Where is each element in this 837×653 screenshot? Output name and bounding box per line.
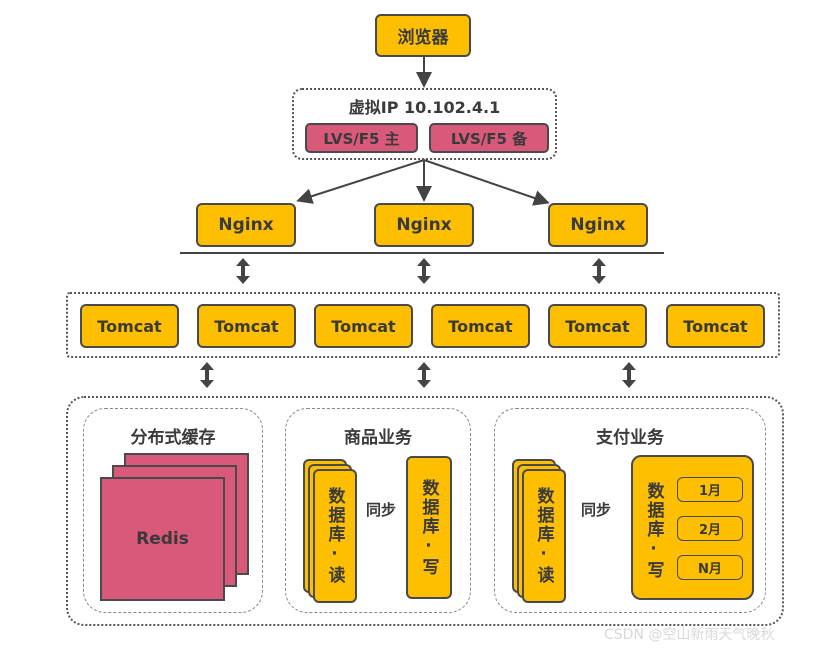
product-read-db-label: 数据库·读 (324, 487, 345, 585)
tomcat-node-2: Tomcat (197, 304, 296, 348)
double-arrow-tomcat-services-2 (417, 362, 431, 388)
lvs-backup-label: LVS/F5 备 (450, 129, 528, 148)
payment-read-db: 数据库·读 (522, 469, 566, 603)
tomcat-node-3: Tomcat (314, 304, 413, 348)
nginx-node-1: Nginx (196, 203, 296, 247)
tomcat-node-5: Tomcat (548, 304, 647, 348)
nginx-node-2: Nginx (374, 203, 474, 247)
payment-partition-n: N月 (677, 555, 743, 580)
nginx-label: Nginx (570, 215, 626, 235)
tomcat-label: Tomcat (448, 316, 513, 336)
tomcat-node-6: Tomcat (666, 304, 765, 348)
cache-panel: 分布式缓存 Redis (83, 408, 263, 613)
cache-title: 分布式缓存 (130, 428, 216, 448)
payment-sync-label: 同步 (581, 501, 612, 519)
nginx-label: Nginx (218, 215, 274, 235)
virtual-ip-group: 虚拟IP 10.102.4.1 LVS/F5 主 LVS/F5 备 (292, 88, 557, 160)
browser-label: 浏览器 (397, 28, 449, 48)
lvs-master-node: LVS/F5 主 (305, 123, 418, 153)
payment-read-db-label: 数据库·读 (533, 487, 554, 585)
double-arrow-nginx-tomcat-2 (417, 258, 431, 284)
nginx-label: Nginx (396, 215, 452, 235)
product-read-db: 数据库·读 (313, 469, 357, 603)
arrow-vip-to-nginx-1 (296, 159, 425, 204)
product-title: 商品业务 (344, 428, 412, 448)
partition-label: 2月 (698, 523, 722, 538)
browser-node: 浏览器 (375, 14, 471, 57)
double-arrow-tomcat-services-1 (200, 362, 214, 388)
product-write-db: 数据库·写 (406, 456, 452, 599)
services-group (66, 396, 784, 626)
tomcat-label: Tomcat (683, 316, 748, 336)
lvs-master-label: LVS/F5 主 (323, 129, 400, 148)
partition-label: N月 (698, 562, 722, 577)
tomcat-label: Tomcat (97, 316, 162, 336)
arrow-vip-to-nginx-3 (423, 159, 550, 206)
double-arrow-tomcat-services-3 (622, 362, 636, 388)
product-panel: 商品业务 数据库·读 同步 数据库·写 (285, 408, 471, 613)
partition-label: 1月 (698, 484, 722, 499)
payment-panel: 支付业务 数据库·读 同步 数据库·写 1月 2月 N月 (494, 408, 766, 613)
payment-title: 支付业务 (596, 428, 664, 448)
watermark: CSDN @空山新雨天气晚秋 (604, 627, 775, 643)
double-arrow-nginx-tomcat-1 (236, 258, 250, 284)
tomcat-node-4: Tomcat (431, 304, 530, 348)
payment-write-db: 数据库·写 1月 2月 N月 (631, 455, 754, 600)
tomcat-label: Tomcat (331, 316, 396, 336)
product-sync-label: 同步 (366, 501, 397, 519)
payment-write-db-label: 数据库·写 (643, 482, 664, 580)
tomcat-node-1: Tomcat (80, 304, 179, 348)
tomcat-label: Tomcat (565, 316, 630, 336)
double-arrow-nginx-tomcat-3 (592, 258, 606, 284)
payment-partition-1: 1月 (677, 477, 743, 502)
tomcat-cluster (66, 292, 780, 358)
redis-label: Redis (136, 529, 189, 549)
product-write-db-label: 数据库·写 (418, 478, 439, 577)
lvs-backup-node: LVS/F5 备 (429, 123, 549, 153)
payment-partition-2: 2月 (677, 516, 743, 541)
nginx-node-3: Nginx (548, 203, 648, 247)
virtual-ip-title: 虚拟IP 10.102.4.1 (348, 98, 501, 117)
redis-node: Redis (100, 477, 225, 601)
tomcat-label: Tomcat (214, 316, 279, 336)
